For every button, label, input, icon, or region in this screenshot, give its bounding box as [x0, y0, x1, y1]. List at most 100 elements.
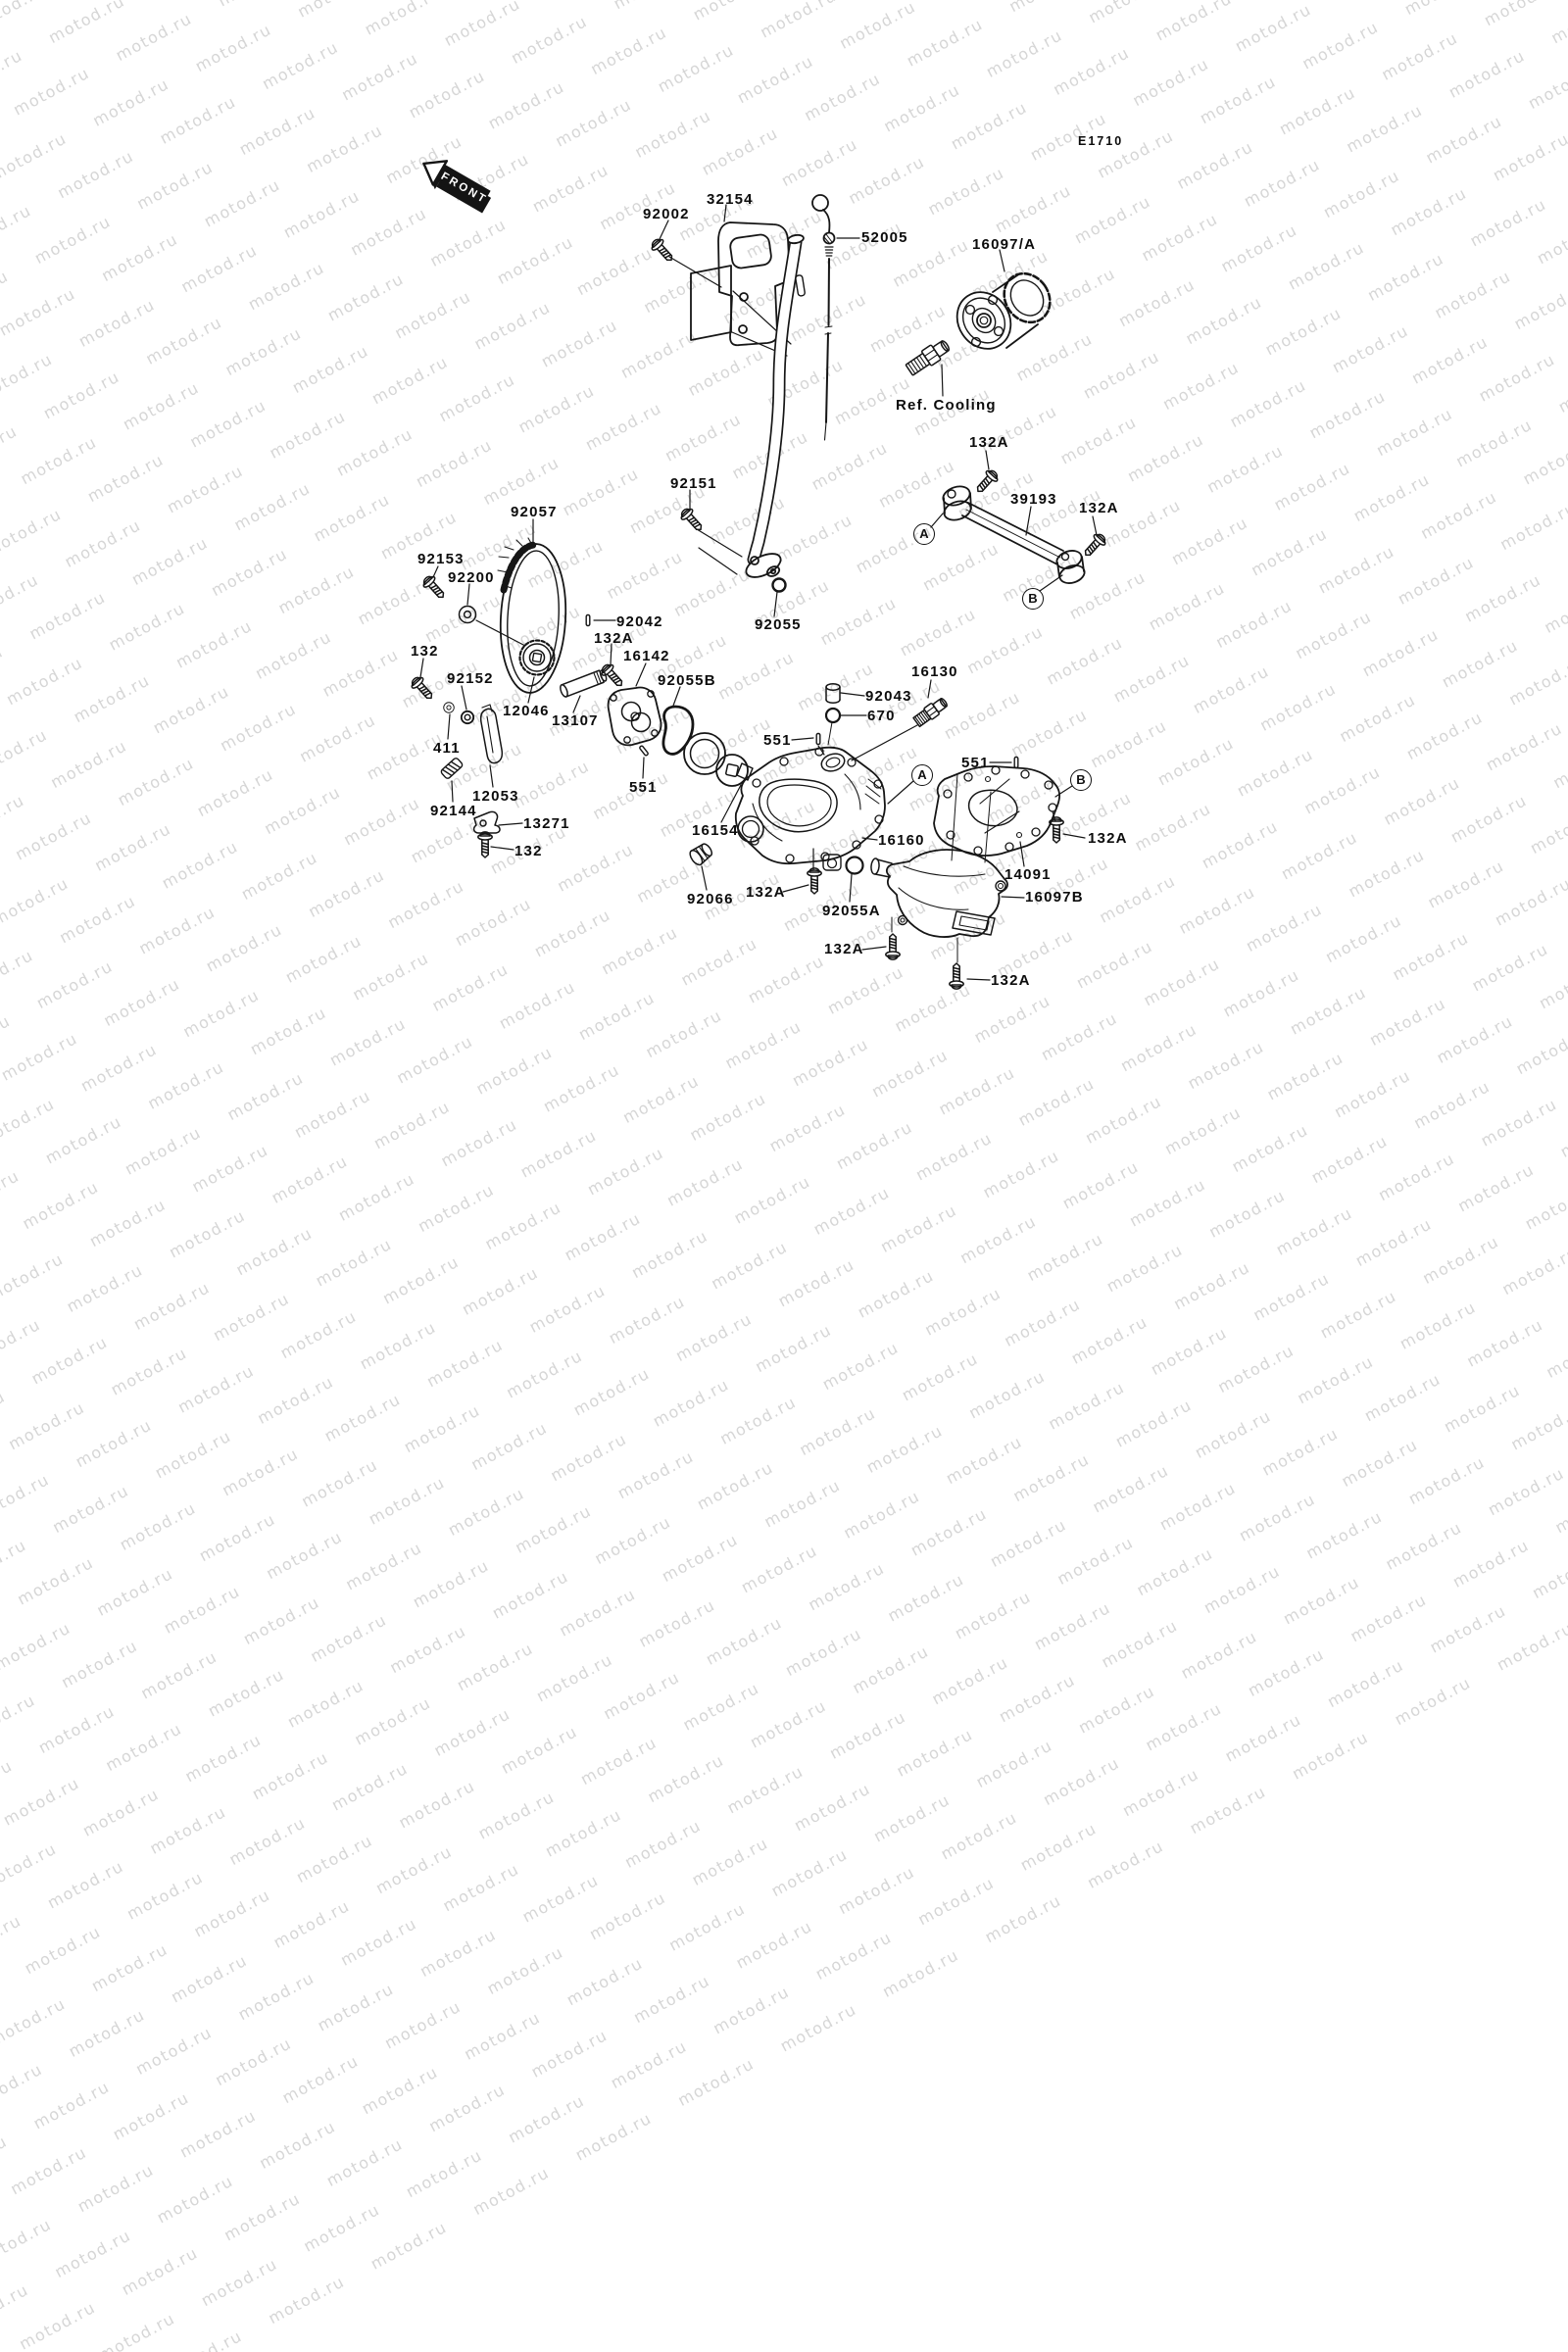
label-39193: 39193	[1010, 491, 1057, 508]
leader-92151	[689, 489, 743, 575]
leader-92144	[451, 780, 454, 803]
bolt-132a-cover	[1048, 815, 1065, 844]
union-fitting	[905, 340, 951, 376]
leader-39193	[1025, 506, 1032, 536]
label-92153: 92153	[417, 551, 465, 567]
label-92152: 92152	[447, 670, 494, 687]
leader-411	[447, 713, 451, 740]
label-92043: 92043	[865, 688, 912, 705]
elbow-cover-16097b	[870, 849, 1008, 938]
bolt-132-bottom	[476, 830, 494, 858]
callout-a-pipe: A	[913, 523, 935, 545]
leader-callout-a2	[887, 780, 914, 805]
leader-92066	[701, 865, 708, 891]
leader-16097a	[999, 249, 1005, 272]
plug-92066	[689, 843, 713, 866]
label-32154: 32154	[707, 191, 754, 208]
align-elbow	[891, 773, 992, 963]
washer-411	[443, 702, 455, 713]
label-14091: 14091	[1004, 866, 1052, 883]
oil-pipe-39193	[942, 485, 1086, 584]
label-13107: 13107	[552, 712, 599, 729]
bracket-32154	[690, 221, 792, 357]
leader-132a-cover	[1052, 810, 1086, 839]
leader-132a-elbow-bottom	[966, 978, 991, 981]
pump-body-16160	[734, 746, 886, 871]
diagram-code: E1710	[1078, 134, 1124, 148]
oil-tube	[745, 233, 806, 578]
leader-16097b	[1001, 896, 1025, 899]
leader-92152	[461, 685, 467, 710]
rotor-set-16154	[683, 732, 754, 787]
leader-92043	[840, 692, 865, 697]
callout-a-body: A	[911, 764, 933, 786]
leader-92055b	[672, 686, 681, 707]
label-132a-elbow-bottom: 132A	[991, 972, 1031, 989]
o-ring-92055a	[845, 856, 864, 875]
cover-14091	[933, 765, 1061, 858]
leader-16160	[861, 837, 878, 841]
label-132-bottom: 132	[514, 843, 543, 859]
label-132a-body: 132A	[746, 884, 786, 901]
leader-132-bottom	[490, 846, 514, 851]
label-92057: 92057	[511, 504, 558, 520]
leader-callout-a1	[930, 513, 944, 528]
leader-12046	[527, 676, 535, 704]
label-92144: 92144	[430, 803, 477, 819]
nut-92152	[460, 710, 475, 725]
leader-14091	[1019, 841, 1025, 867]
label-12046: 12046	[503, 703, 550, 719]
label-16130: 16130	[911, 663, 958, 680]
oil-filter-16097a	[956, 271, 1052, 350]
bolt-92002	[648, 235, 678, 267]
label-92200: 92200	[448, 569, 495, 586]
bolt-132a-elbow-left	[884, 933, 902, 961]
leader-132a-pump	[610, 643, 612, 665]
pin-551-left	[638, 744, 650, 758]
bolt-132-left	[408, 673, 438, 705]
leader-32154	[723, 204, 727, 222]
label-92002: 92002	[643, 206, 690, 222]
leader-callout-b1	[1039, 574, 1063, 592]
label-551-left: 551	[629, 779, 658, 796]
label-92151: 92151	[670, 475, 717, 492]
bolt-132a-pipe-right	[1079, 530, 1109, 562]
label-132a-pipe-top: 132A	[969, 434, 1009, 451]
leader-12053	[489, 764, 494, 788]
label-ref-cooling: Ref. Cooling	[896, 397, 997, 414]
chain-92057	[497, 537, 567, 694]
leader-ref-cooling	[941, 364, 944, 397]
label-52005: 52005	[861, 229, 908, 246]
sprocket-12046	[518, 639, 556, 676]
tensioner-12053	[479, 704, 504, 764]
label-132-left: 132	[411, 643, 439, 660]
leader-132a-pipe-top	[985, 450, 990, 470]
leader-92055	[773, 591, 778, 617]
leader-16130	[851, 679, 932, 761]
label-16154: 16154	[692, 822, 739, 839]
label-132a-cover: 132A	[1088, 830, 1128, 847]
clip-13271	[472, 810, 501, 834]
label-13271: 13271	[523, 815, 570, 832]
callout-b-cover: B	[1070, 769, 1092, 791]
label-16160: 16160	[878, 832, 925, 849]
label-92066: 92066	[687, 891, 734, 907]
leader-13271	[498, 822, 523, 826]
bolt-132a-pump	[598, 661, 628, 692]
dipstick-52005	[811, 194, 836, 441]
label-551-right: 551	[961, 755, 990, 771]
label-92042: 92042	[616, 613, 663, 630]
label-92055b: 92055B	[658, 672, 716, 689]
bolt-132a-body	[806, 866, 823, 895]
pump-cover-16142	[607, 686, 662, 747]
gasket-92055b	[662, 705, 695, 756]
leader-551-left	[642, 757, 645, 779]
label-16097a: 16097/A	[972, 236, 1037, 253]
pin-551-right	[1013, 756, 1019, 769]
leader-92055a	[849, 873, 853, 903]
bolt-132a-elbow-bottom	[948, 962, 965, 991]
shaft-13107	[560, 669, 608, 698]
leader-16154	[720, 784, 742, 823]
o-ring-670	[824, 707, 842, 724]
